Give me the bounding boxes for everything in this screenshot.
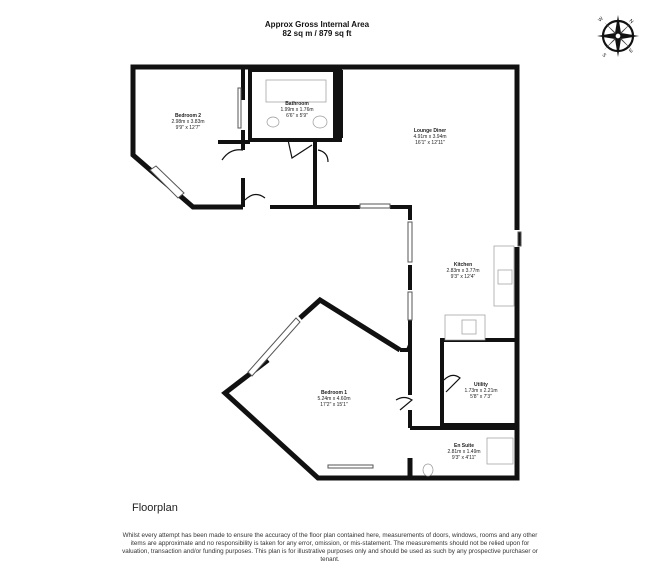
walls (130, 64, 520, 481)
doors (221, 139, 461, 411)
svg-text:W: W (597, 16, 605, 24)
svg-text:6'6" x 5'9": 6'6" x 5'9" (286, 113, 308, 119)
windows (149, 87, 522, 469)
compass-rose-icon: N E S W (597, 15, 639, 59)
svg-text:5'8" x 7'3": 5'8" x 7'3" (470, 394, 492, 400)
hob-icon (497, 269, 513, 285)
ensuite-toilet-icon (422, 463, 434, 477)
svg-text:1.73m x 2.21m: 1.73m x 2.21m (464, 388, 497, 394)
room-name-en-suite: En Suite (454, 443, 474, 449)
svg-text:N: N (628, 18, 635, 25)
shower-icon (486, 437, 514, 465)
svg-text:E: E (628, 47, 635, 54)
room-name-bathroom: Bathroom (285, 101, 309, 107)
area-header: Approx Gross Internal Area 82 sq m / 879… (0, 20, 634, 38)
toilet-icon (266, 116, 280, 128)
sink-icon (461, 319, 477, 335)
room-name-kitchen: Kitchen (454, 262, 472, 268)
svg-text:17'2" x 15'1": 17'2" x 15'1" (320, 402, 348, 408)
svg-text:4.91m x 3.94m: 4.91m x 3.94m (413, 134, 446, 140)
svg-text:9'9" x 12'7": 9'9" x 12'7" (176, 125, 201, 131)
disclaimer-text: Whilst every attempt has been made to en… (122, 532, 538, 563)
svg-text:2.98m x 3.83m: 2.98m x 3.83m (171, 119, 204, 125)
svg-text:2.81m x 1.49m: 2.81m x 1.49m (447, 449, 480, 455)
svg-text:S: S (601, 52, 608, 59)
svg-text:5.24m x 4.60m: 5.24m x 4.60m (317, 396, 350, 402)
room-name-utility: Utility (474, 382, 488, 388)
svg-text:1.99m x 1.76m: 1.99m x 1.76m (280, 107, 313, 113)
bathtub-icon (265, 79, 327, 103)
svg-text:2.83m x 3.77m: 2.83m x 3.77m (446, 268, 479, 274)
basin-icon (312, 115, 328, 129)
fixtures (265, 79, 515, 477)
room-labels: Bedroom 2 2.98m x 3.83m 9'9" x 12'7" Bat… (171, 101, 497, 461)
svg-text:16'1" x 12'11": 16'1" x 12'11" (415, 140, 445, 146)
area-header-title: Approx Gross Internal Area (264, 20, 370, 29)
room-name-lounge-diner: Lounge Diner (414, 128, 446, 134)
room-name-bedroom-2: Bedroom 2 (175, 113, 201, 119)
svg-text:9'3" x 12'4": 9'3" x 12'4" (451, 274, 476, 280)
room-name-bedroom-1: Bedroom 1 (321, 390, 347, 396)
svg-text:9'3" x 4'11": 9'3" x 4'11" (452, 455, 476, 461)
area-header-size: 82 sq m / 879 sq ft (282, 29, 352, 38)
floorplan-title: Floorplan (132, 502, 178, 514)
